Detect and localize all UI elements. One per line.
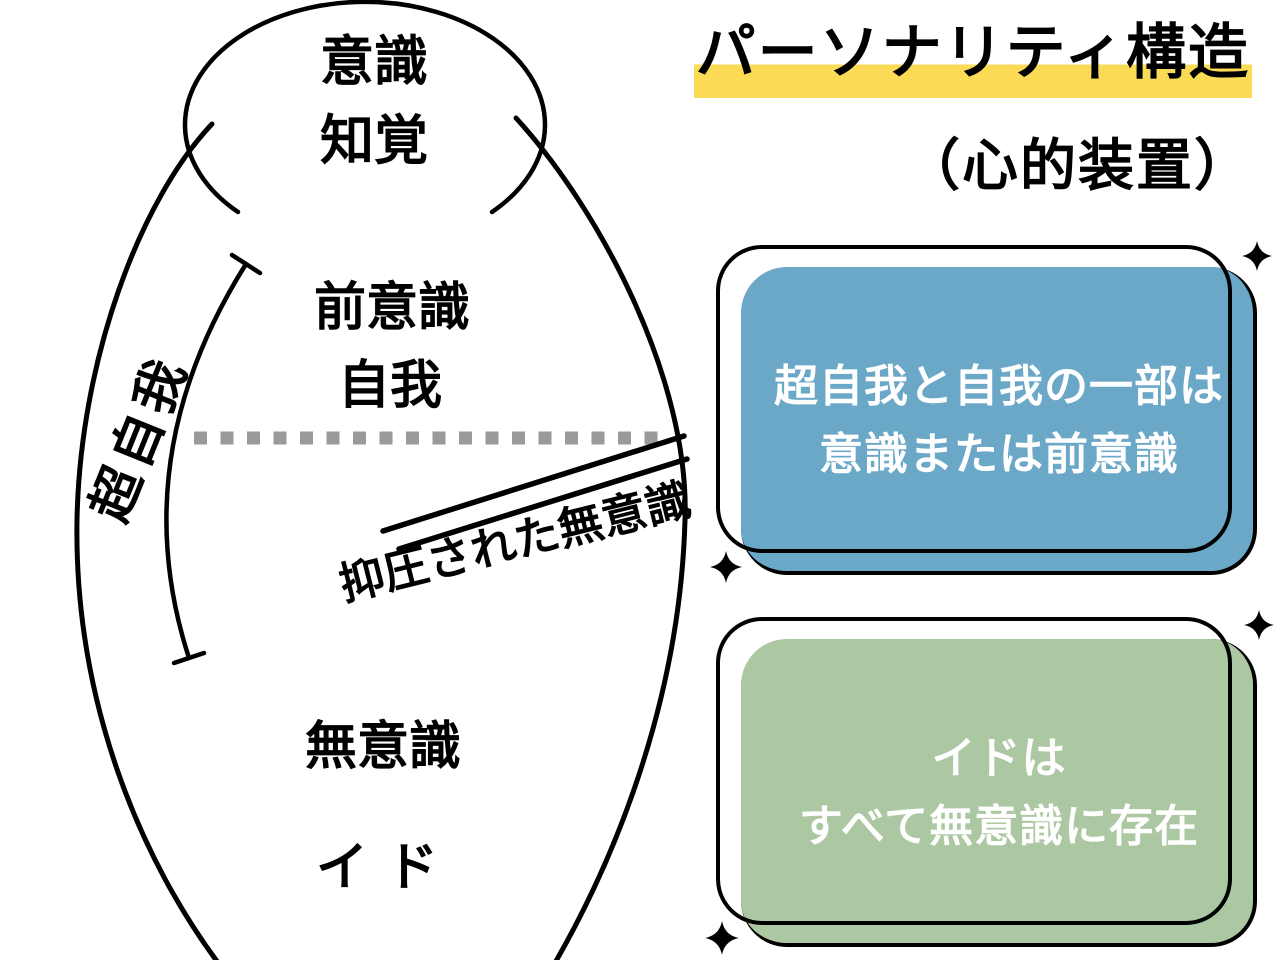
perception-label: 知覚 bbox=[320, 111, 428, 171]
id-card-text: イドは すべて無意識に存在 bbox=[741, 639, 1257, 947]
repression-boundary-line-lower bbox=[396, 456, 690, 552]
sparkle-icon bbox=[710, 551, 742, 583]
egg-diagram: 意識 知覚 前意識 自我 超自我 抑圧された無意識 無意識 イド bbox=[74, 0, 696, 960]
superego-card-line2: 意識または前意識 bbox=[819, 430, 1179, 479]
superego-note-card: 超自我と自我の一部は 意識または前意識 bbox=[716, 245, 1257, 575]
perception-dome-arc bbox=[182, 0, 548, 215]
sparkle-icon bbox=[1244, 610, 1274, 640]
id-card-outline bbox=[716, 617, 1232, 925]
page-title-highlight: パーソナリティ構造 bbox=[693, 20, 1252, 98]
consciousness-label: 意識 bbox=[320, 32, 428, 92]
superego-card-line1: 超自我と自我の一部は bbox=[774, 362, 1224, 411]
sparkle-icon bbox=[1242, 241, 1272, 271]
preconscious-label: 前意識 bbox=[314, 279, 470, 337]
superego-card-outline bbox=[716, 245, 1232, 553]
repressed-unconscious-label: 抑圧された無意識 bbox=[334, 474, 696, 611]
egg-outline-left bbox=[74, 121, 220, 960]
bracket-cap-top bbox=[229, 252, 263, 276]
page-title: パーソナリティ構造 bbox=[660, 20, 1252, 98]
repression-boundary-line-upper bbox=[380, 433, 687, 534]
superego-range-bracket bbox=[164, 261, 249, 661]
bracket-cap-bottom bbox=[171, 650, 207, 666]
ego-label: 自我 bbox=[338, 357, 442, 415]
superego-card-text: 超自我と自我の一部は 意識または前意識 bbox=[741, 267, 1257, 575]
egg-outline-right bbox=[513, 115, 688, 960]
page-subtitle: （心的装置） bbox=[904, 134, 1252, 197]
unconscious-label: 無意識 bbox=[305, 718, 461, 776]
header: パーソナリティ構造 （心的装置） bbox=[660, 20, 1252, 196]
sparkle-icon bbox=[705, 921, 739, 955]
id-label: イド bbox=[316, 839, 456, 897]
id-card-line1: イドは bbox=[931, 734, 1067, 783]
id-card-line2: すべて無意識に存在 bbox=[798, 802, 1200, 851]
superego-label: 超自我 bbox=[81, 346, 200, 529]
id-note-card: イドは すべて無意識に存在 bbox=[716, 617, 1257, 947]
superego-card-fill bbox=[741, 267, 1257, 575]
id-card-fill bbox=[741, 639, 1257, 947]
